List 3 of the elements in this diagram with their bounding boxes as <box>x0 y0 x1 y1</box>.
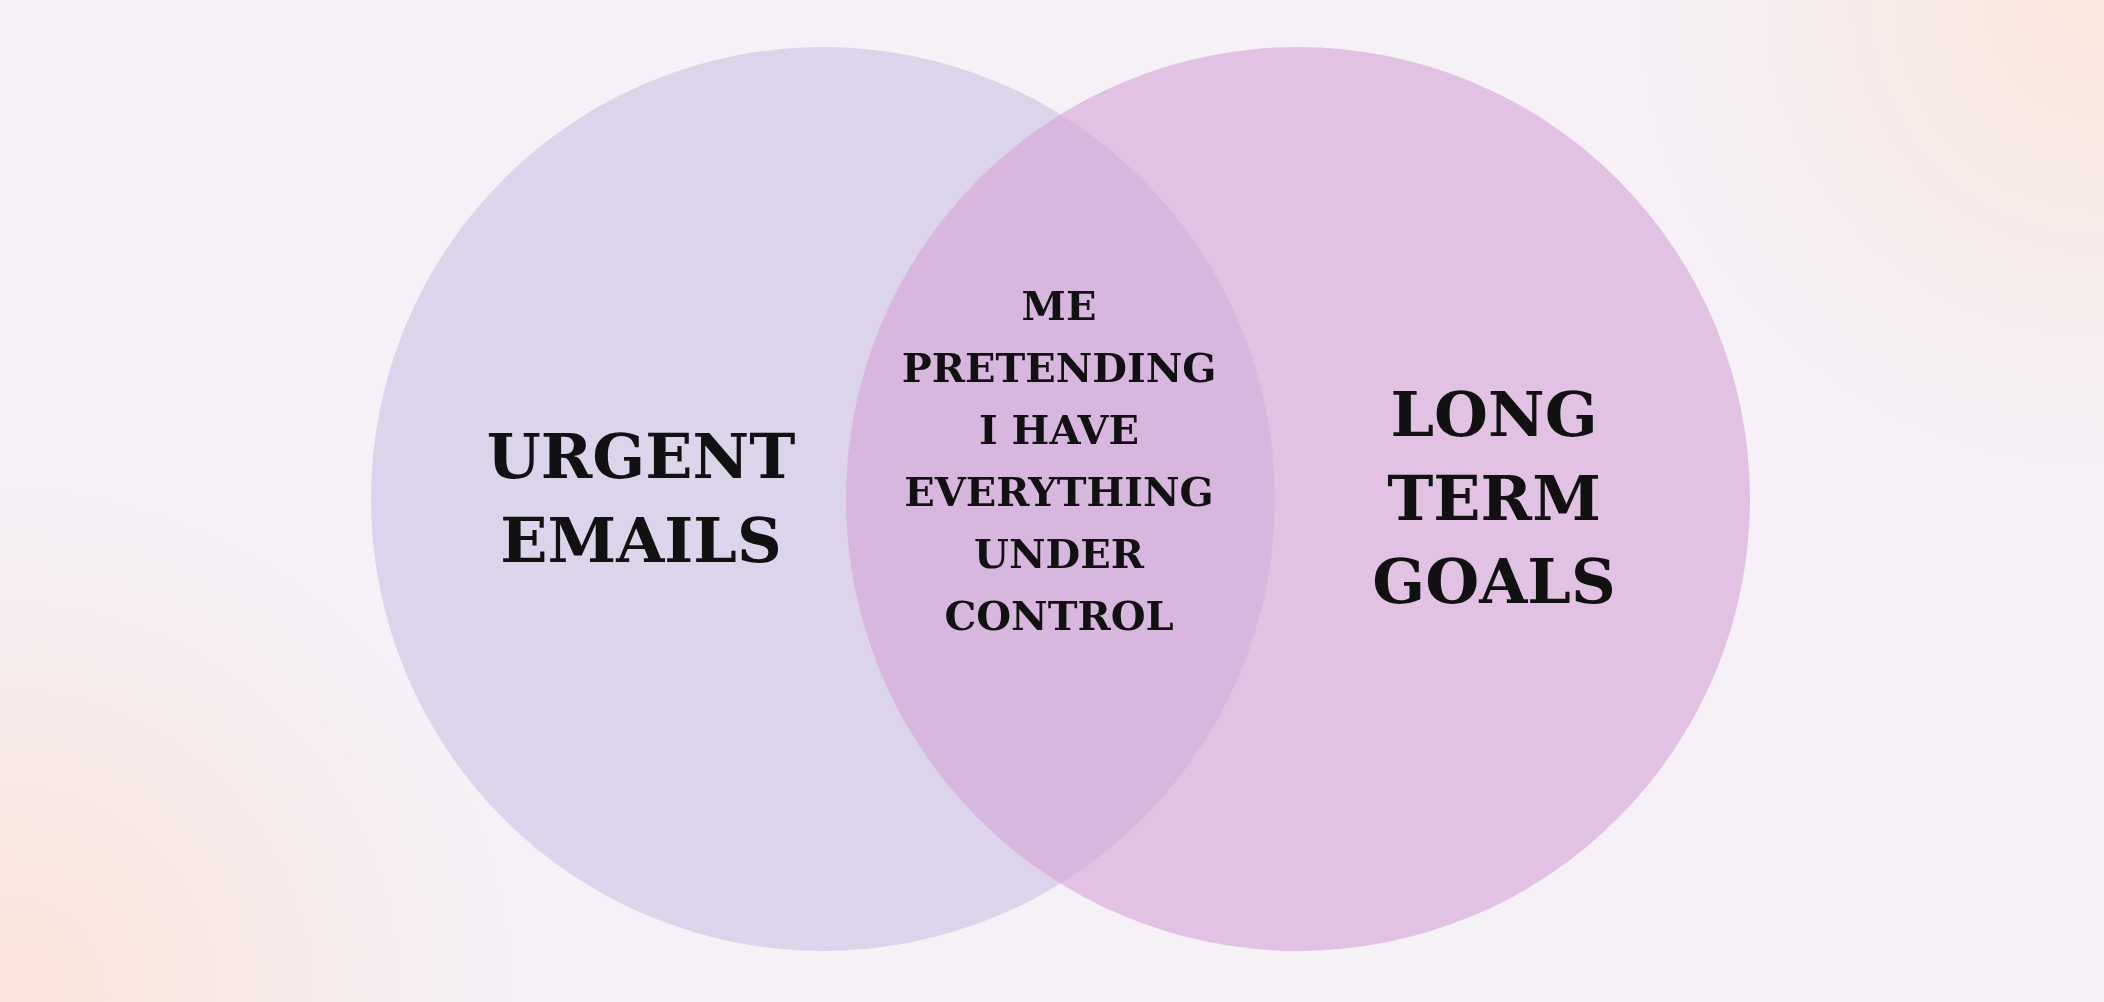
circle-label: URGENT EMAILS <box>485 419 797 579</box>
circle-label: LONG TERM GOALS <box>1371 377 1617 621</box>
overlap-label: ME PRETENDING I HAVE EVERYTHING UNDER CONTROL <box>900 281 1218 641</box>
